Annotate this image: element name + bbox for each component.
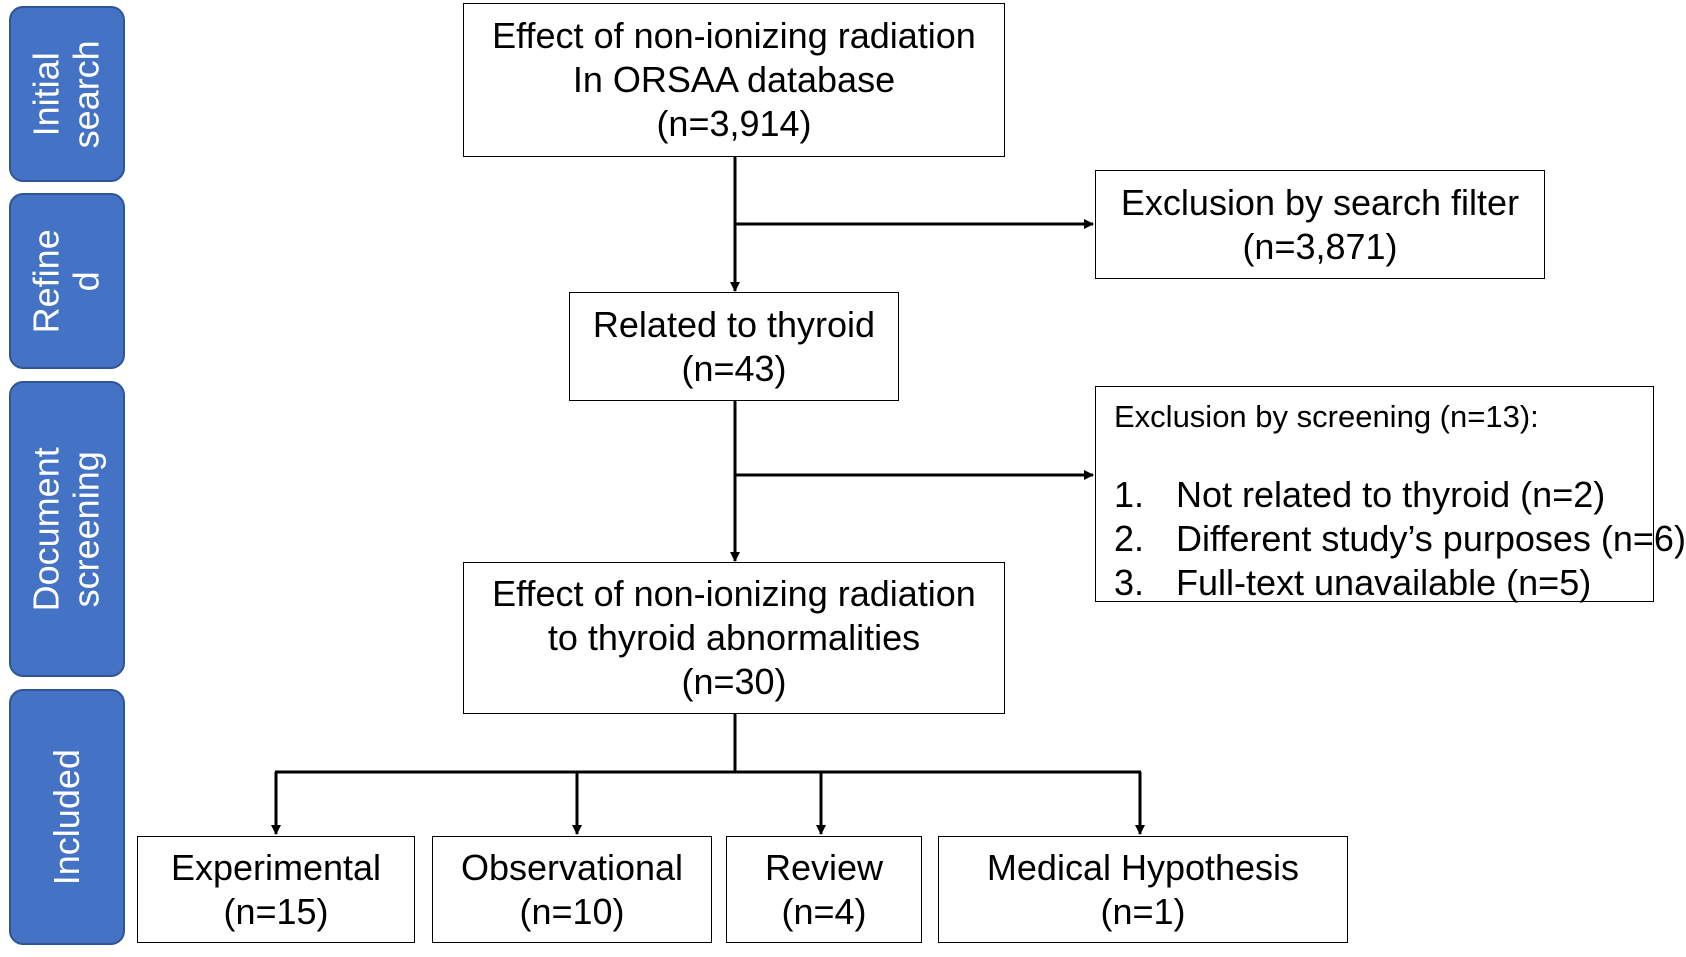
related-thyroid-label: Related to thyroid: [592, 303, 876, 345]
stage-refined-label: Refine d: [25, 228, 107, 334]
experimental-count: (n=15): [223, 890, 329, 932]
medical-hypothesis-box: Medical Hypothesis (n=1): [938, 836, 1348, 943]
stage-refined: Refine d: [9, 193, 125, 369]
medical-hypothesis-count: (n=1): [1100, 890, 1186, 932]
exclusion-reason-text: Full-text unavailable (n=5): [1176, 562, 1592, 603]
exclusion-filter-count: (n=3,871): [1242, 225, 1398, 267]
initial-search-count: (n=3,914): [656, 103, 812, 144]
observational-count: (n=10): [519, 890, 625, 932]
exclusion-screening-box: Exclusion by screening (n=13): 1. Not re…: [1095, 386, 1686, 605]
effect-thyroid-line2: to thyroid abnormalities: [547, 617, 921, 658]
effect-thyroid-count: (n=30): [681, 661, 787, 702]
observational-box: Observational (n=10): [432, 836, 712, 943]
effect-thyroid-box: Effect of non-ionizing radiation to thyr…: [463, 562, 1005, 714]
effect-thyroid-line1: Effect of non-ionizing radiation: [492, 573, 976, 614]
initial-search-box: Effect of non-ionizing radiation In ORSA…: [463, 3, 1005, 157]
exclusion-reason-number: 3.: [1114, 562, 1145, 603]
initial-search-line1: Effect of non-ionizing radiation: [492, 15, 976, 56]
exclusion-reason-text: Not related to thyroid (n=2): [1176, 474, 1606, 515]
exclusion-reason-item: 1. Not related to thyroid (n=2): [1114, 473, 1605, 517]
stage-document-screening: Document screening: [9, 381, 125, 677]
review-label: Review: [764, 846, 884, 888]
exclusion-reason-number: 2.: [1114, 518, 1145, 559]
initial-search-line2: In ORSAA database: [572, 59, 896, 100]
exclusion-screening-title: Exclusion by screening (n=13):: [1114, 399, 1539, 434]
exclusion-filter-box: Exclusion by search filter (n=3,871): [1095, 170, 1545, 279]
stage-initial-search: Initial search: [9, 6, 125, 182]
stage-included-label: Included: [45, 748, 87, 886]
related-thyroid-count: (n=43): [681, 347, 787, 389]
observational-label: Observational: [460, 846, 684, 888]
review-count: (n=4): [781, 890, 867, 932]
experimental-box: Experimental (n=15): [137, 836, 415, 943]
stage-included: Included: [9, 689, 125, 945]
stage-document-screening-label: Document screening: [25, 446, 107, 612]
exclusion-reason-item: 2. Different study’s purposes (n=6): [1114, 517, 1686, 561]
medical-hypothesis-label: Medical Hypothesis: [986, 846, 1300, 888]
related-thyroid-box: Related to thyroid (n=43): [569, 292, 899, 401]
exclusion-reason-number: 1.: [1114, 474, 1145, 515]
flow-connectors: [271, 157, 1145, 835]
exclusion-reason-text: Different study’s purposes (n=6): [1176, 518, 1686, 559]
exclusion-filter-label: Exclusion by search filter: [1120, 181, 1520, 223]
experimental-label: Experimental: [170, 846, 382, 888]
exclusion-reason-item: 3. Full-text unavailable (n=5): [1114, 561, 1591, 605]
review-box: Review (n=4): [726, 836, 922, 943]
